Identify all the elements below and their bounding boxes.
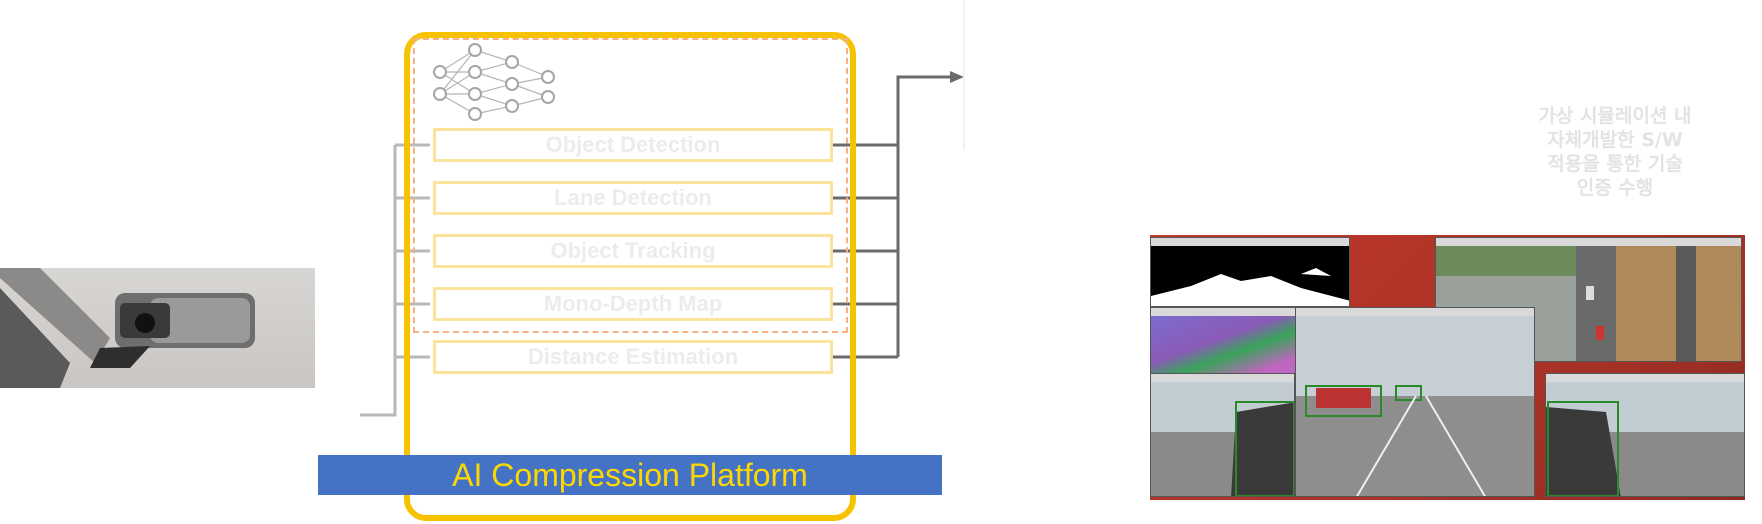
top-view-window bbox=[1435, 237, 1742, 362]
front-camera-window bbox=[1295, 307, 1535, 497]
camera-sensor-image bbox=[0, 268, 315, 388]
module-object-tracking: Object Tracking bbox=[433, 234, 833, 268]
neural-network-icon bbox=[433, 43, 555, 121]
module-mono-depth-map: Mono-Depth Map bbox=[433, 287, 833, 321]
description-line: 자체개발한 S/W bbox=[1547, 129, 1683, 151]
right-mirror-window bbox=[1150, 373, 1295, 497]
description-line: 적용을 통한 기술 bbox=[1547, 153, 1683, 175]
lane-detection-window bbox=[1150, 237, 1350, 307]
module-object-detection: Object Detection bbox=[433, 128, 833, 162]
description-text: 가상 시뮬레이션 내 자체개발한 S/W 적용을 통한 기술 인증 수행 bbox=[1470, 104, 1760, 200]
platform-title-banner: AI Compression Platform bbox=[318, 455, 942, 495]
left-mirror-window bbox=[1545, 373, 1745, 497]
compression-region bbox=[413, 38, 848, 333]
simulation-screenshots bbox=[1150, 235, 1745, 500]
platform-frame bbox=[404, 32, 856, 521]
module-distance-estimation: Distance Estimation bbox=[433, 340, 833, 374]
description-line: 가상 시뮬레이션 내 bbox=[1538, 105, 1692, 127]
module-lane-detection: Lane Detection bbox=[433, 181, 833, 215]
description-line: 인증 수행 bbox=[1576, 177, 1654, 199]
